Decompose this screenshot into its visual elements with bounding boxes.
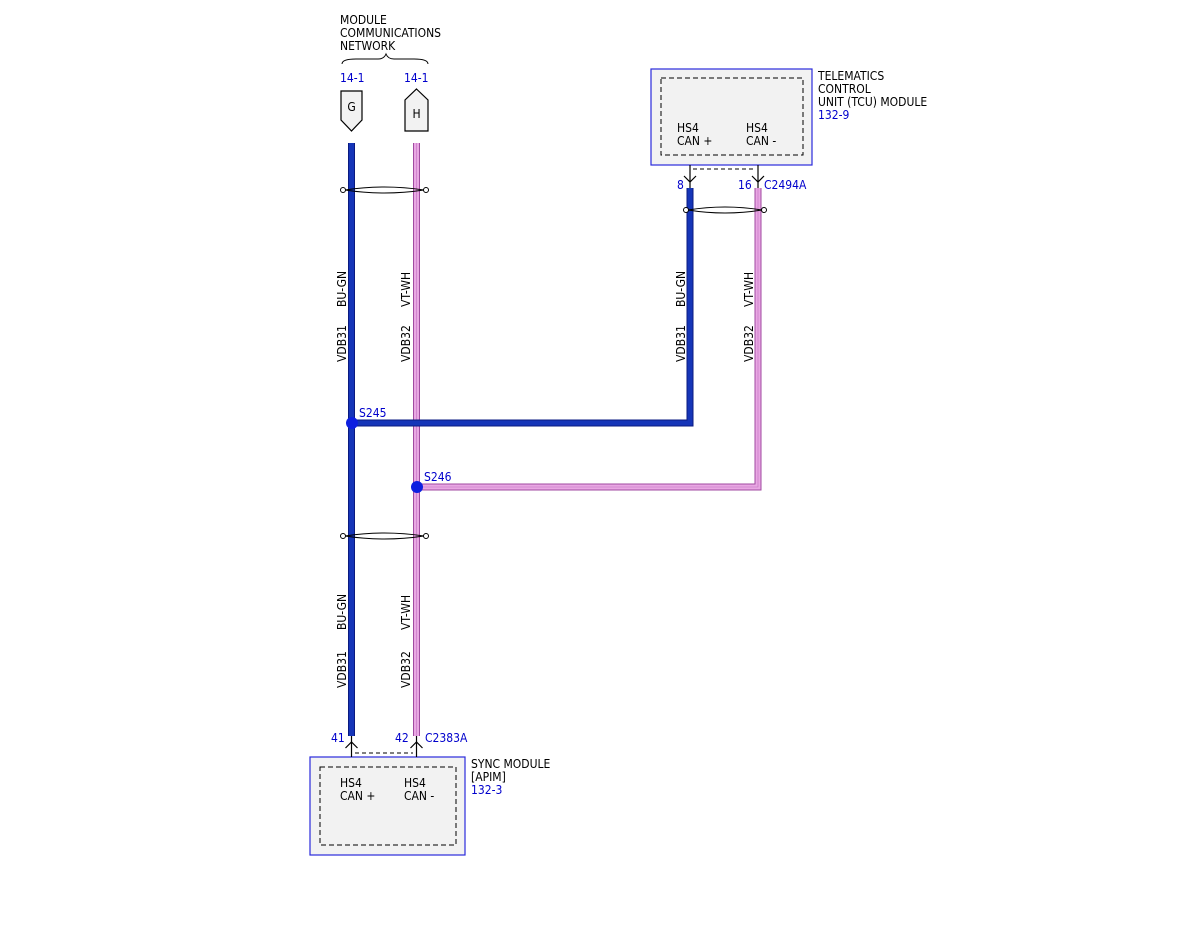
wire-label-left-top-1-color: BU-GN bbox=[335, 271, 349, 307]
wire-vdb31-left[interactable] bbox=[348, 143, 355, 736]
wire-label-right-1-circuit: VDB31 bbox=[674, 325, 688, 362]
connector-h-label: H bbox=[412, 107, 420, 121]
sync-pin-41[interactable] bbox=[345, 736, 358, 757]
wire-vdb32-right[interactable] bbox=[417, 188, 762, 491]
tcu-pin-16[interactable] bbox=[751, 165, 765, 188]
wire-vdb31-right[interactable] bbox=[352, 188, 694, 427]
wire-label-left-bot-2-color: VT-WH bbox=[399, 595, 413, 630]
sync-pin2-label-1: HS4 bbox=[404, 776, 426, 790]
network-title-line3: NETWORK bbox=[340, 39, 396, 53]
sync-pin2-label-2: CAN - bbox=[404, 789, 434, 803]
tcu-ref[interactable]: 132-9 bbox=[818, 108, 849, 122]
sync-pin1-number: 41 bbox=[331, 731, 345, 745]
tcu-name-line2: CONTROL bbox=[818, 82, 871, 96]
network-ref-h[interactable]: 14-1 bbox=[404, 71, 429, 85]
wire-label-left-bot-1-circuit: VDB31 bbox=[335, 651, 349, 688]
sync-pin1-label-2: CAN + bbox=[340, 789, 375, 803]
network-title-line2: COMMUNICATIONS bbox=[340, 26, 441, 40]
sync-pin1-label-1: HS4 bbox=[340, 776, 362, 790]
tcu-name-line3: UNIT (TCU) MODULE bbox=[818, 95, 927, 109]
tcu-pin-8[interactable] bbox=[683, 165, 697, 188]
twisted-pair-symbol-right bbox=[683, 206, 767, 214]
wire-label-right-2-circuit: VDB32 bbox=[742, 325, 756, 362]
connector-h-shape[interactable] bbox=[404, 88, 429, 132]
tcu-pin2-number: 16 bbox=[738, 178, 752, 192]
tcu-pin1-number: 8 bbox=[677, 178, 684, 192]
wire-label-left-bot-2-circuit: VDB32 bbox=[399, 651, 413, 688]
wire-vdb32-left[interactable] bbox=[413, 143, 420, 736]
sync-module-box[interactable] bbox=[309, 756, 466, 856]
sync-pin-42[interactable] bbox=[410, 736, 423, 757]
splice-s246[interactable] bbox=[411, 481, 423, 493]
network-brace bbox=[341, 52, 429, 65]
network-ref-g[interactable]: 14-1 bbox=[340, 71, 365, 85]
sync-name-line2: [APIM] bbox=[471, 770, 506, 784]
tcu-module-box[interactable] bbox=[650, 68, 813, 166]
wire-label-left-top-2-circuit: VDB32 bbox=[399, 325, 413, 362]
tcu-pin2-label-2: CAN - bbox=[746, 134, 776, 148]
splice-s245-label[interactable]: S245 bbox=[359, 406, 386, 420]
tcu-connector-id[interactable]: C2494A bbox=[764, 178, 807, 192]
connector-g-label: G bbox=[347, 100, 355, 114]
sync-name-line1: SYNC MODULE bbox=[471, 757, 551, 771]
wire-label-right-1-color: BU-GN bbox=[674, 271, 688, 307]
sync-ref[interactable]: 132-3 bbox=[471, 783, 502, 797]
sync-connector-id[interactable]: C2383A bbox=[425, 731, 468, 745]
tcu-module-inner bbox=[660, 77, 804, 156]
connector-g-shape[interactable] bbox=[340, 90, 363, 132]
wire-label-left-bot-1-color: BU-GN bbox=[335, 594, 349, 630]
sync-module-inner bbox=[319, 766, 457, 846]
tcu-pin1-label-2: CAN + bbox=[677, 134, 712, 148]
twisted-pair-symbol-bottom bbox=[340, 532, 429, 540]
tcu-pin1-label-1: HS4 bbox=[677, 121, 699, 135]
tcu-pin2-label-1: HS4 bbox=[746, 121, 768, 135]
wire-label-left-top-1-circuit: VDB31 bbox=[335, 325, 349, 362]
splice-s245[interactable] bbox=[346, 417, 358, 429]
wire-label-left-top-2-color: VT-WH bbox=[399, 272, 413, 307]
splice-s246-label[interactable]: S246 bbox=[424, 470, 452, 484]
twisted-pair-symbol-top bbox=[340, 186, 429, 194]
wire-label-right-2-color: VT-WH bbox=[742, 272, 756, 307]
sync-pin2-number: 42 bbox=[395, 731, 409, 745]
tcu-name-line1: TELEMATICS bbox=[817, 69, 884, 83]
network-title-line1: MODULE bbox=[340, 13, 387, 27]
